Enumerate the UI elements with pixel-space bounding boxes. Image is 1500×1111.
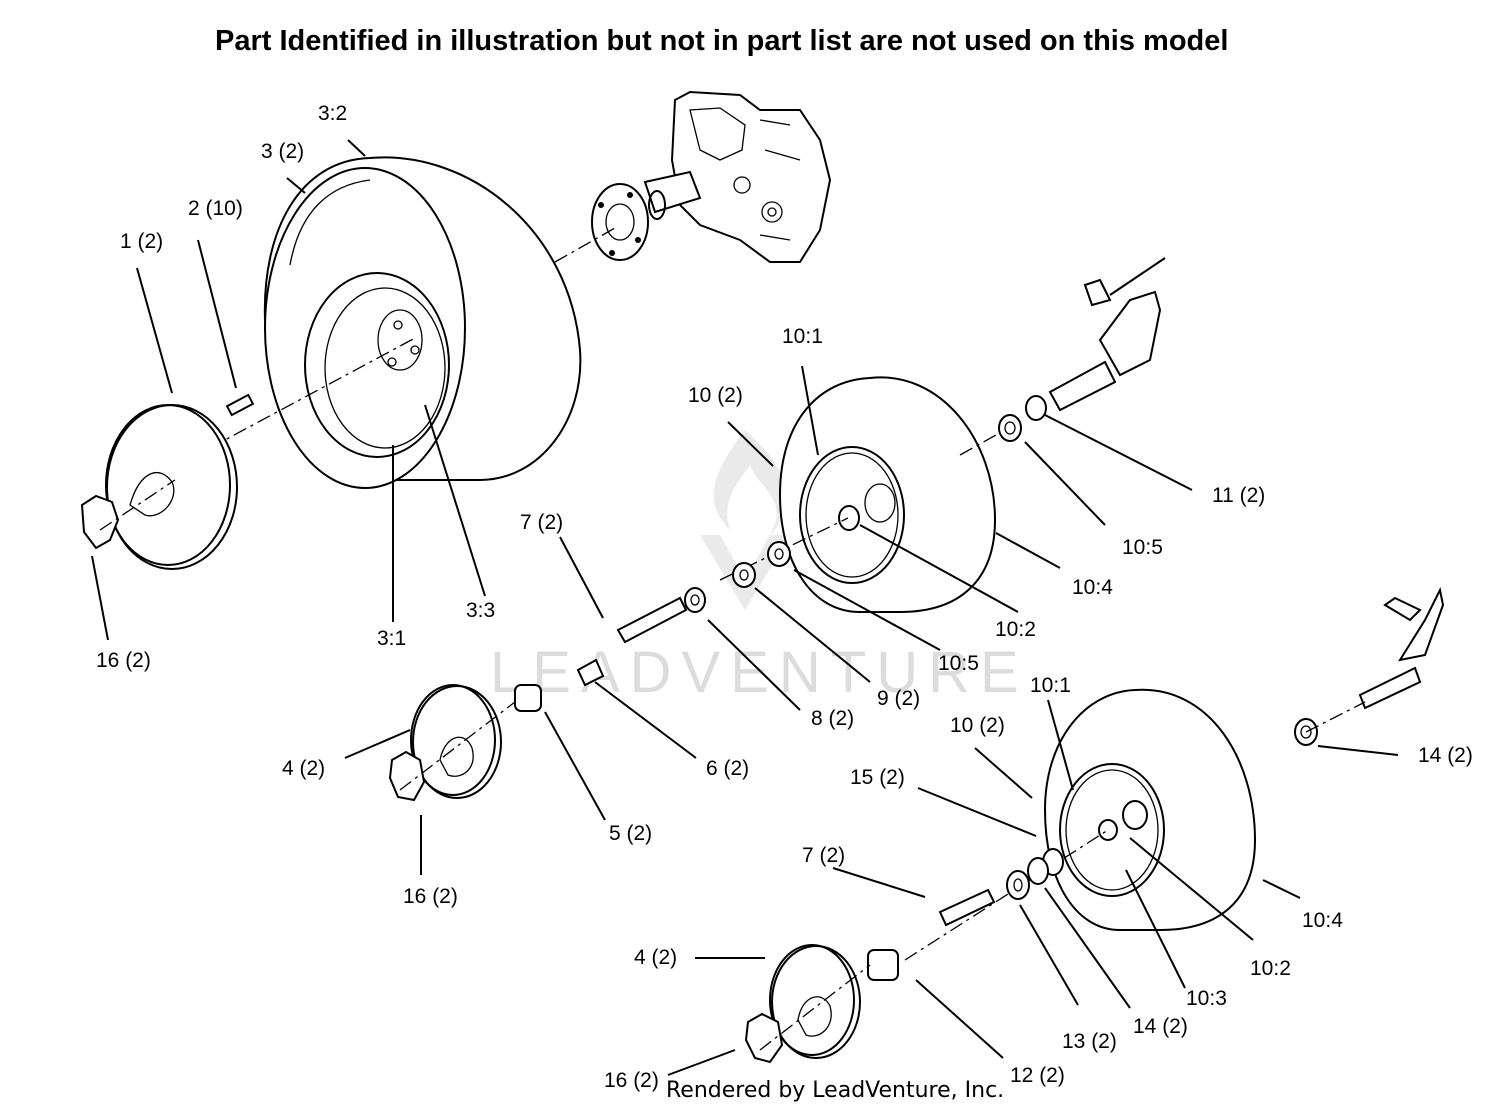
callout-10-4-lower: 10:4 <box>1302 909 1343 932</box>
callout-11: 11 (2) <box>1212 484 1265 507</box>
callout-16-lower: 16 (2) <box>604 1069 659 1092</box>
callout-7-lower: 7 (2) <box>802 844 845 867</box>
front-spindle-lower <box>1294 586 1445 746</box>
transaxle-housing <box>554 90 832 263</box>
front-spindle-upper <box>998 257 1166 442</box>
callout-3-1: 3:1 <box>377 627 406 650</box>
callout-10-3: 10:3 <box>1186 987 1227 1010</box>
callout-10-1-upper: 10:1 <box>782 325 823 348</box>
callout-13: 13 (2) <box>1062 1030 1117 1053</box>
callout-2: 2 (10) <box>188 197 243 220</box>
callout-6: 6 (2) <box>706 757 749 780</box>
lug-bolt <box>225 393 255 417</box>
callout-10-2-upper: 10:2 <box>995 618 1036 641</box>
callout-4-upper: 4 (2) <box>282 757 325 780</box>
callout-10-5-upper: 10:5 <box>1122 536 1163 559</box>
front-tire-lower <box>904 688 1257 961</box>
callout-10-lower: 10 (2) <box>950 714 1005 737</box>
callout-10-5-lower: 10:5 <box>938 652 979 675</box>
leader-lines <box>91 139 1399 1076</box>
callout-10-4-upper: 10:4 <box>1072 576 1113 599</box>
callout-9: 9 (2) <box>877 687 920 710</box>
front-hubcap-upper <box>388 684 516 802</box>
callout-1: 1 (2) <box>120 230 163 253</box>
callout-10-upper: 10 (2) <box>688 384 743 407</box>
callout-3-2: 3:2 <box>318 102 347 125</box>
header-note: Part Identified in illustration but not … <box>215 25 1228 57</box>
callout-8: 8 (2) <box>811 707 854 730</box>
callout-4-lower: 4 (2) <box>634 946 677 969</box>
lower-axle-stack <box>867 848 1064 981</box>
callout-10-1-lower: 10:1 <box>1030 674 1071 697</box>
callout-labels: 3:2 3 (2) 2 (10) 1 (2) 16 (2) 3:1 3:3 10… <box>96 102 1473 1092</box>
rear-decal <box>80 494 120 550</box>
callout-12: 12 (2) <box>1010 1064 1065 1087</box>
callout-3: 3 (2) <box>261 140 304 163</box>
callout-7-upper: 7 (2) <box>520 511 563 534</box>
callout-10-2-lower: 10:2 <box>1250 957 1291 980</box>
rear-hubcap <box>105 404 238 570</box>
callout-15: 15 (2) <box>850 766 905 789</box>
callout-14-lower: 14 (2) <box>1133 1015 1188 1038</box>
callout-3-3: 3:3 <box>466 599 495 622</box>
front-tire-upper <box>719 376 1006 613</box>
rear-tire <box>209 156 582 489</box>
callout-16-upper: 16 (2) <box>403 885 458 908</box>
front-hubcap-lower <box>744 944 871 1064</box>
footer-credit: Rendered by LeadVenture, Inc. <box>666 1078 1004 1103</box>
callout-16-rear: 16 (2) <box>96 649 151 672</box>
callout-14-right: 14 (2) <box>1418 744 1473 767</box>
callout-5: 5 (2) <box>609 822 652 845</box>
upper-axle-stack <box>514 541 791 712</box>
